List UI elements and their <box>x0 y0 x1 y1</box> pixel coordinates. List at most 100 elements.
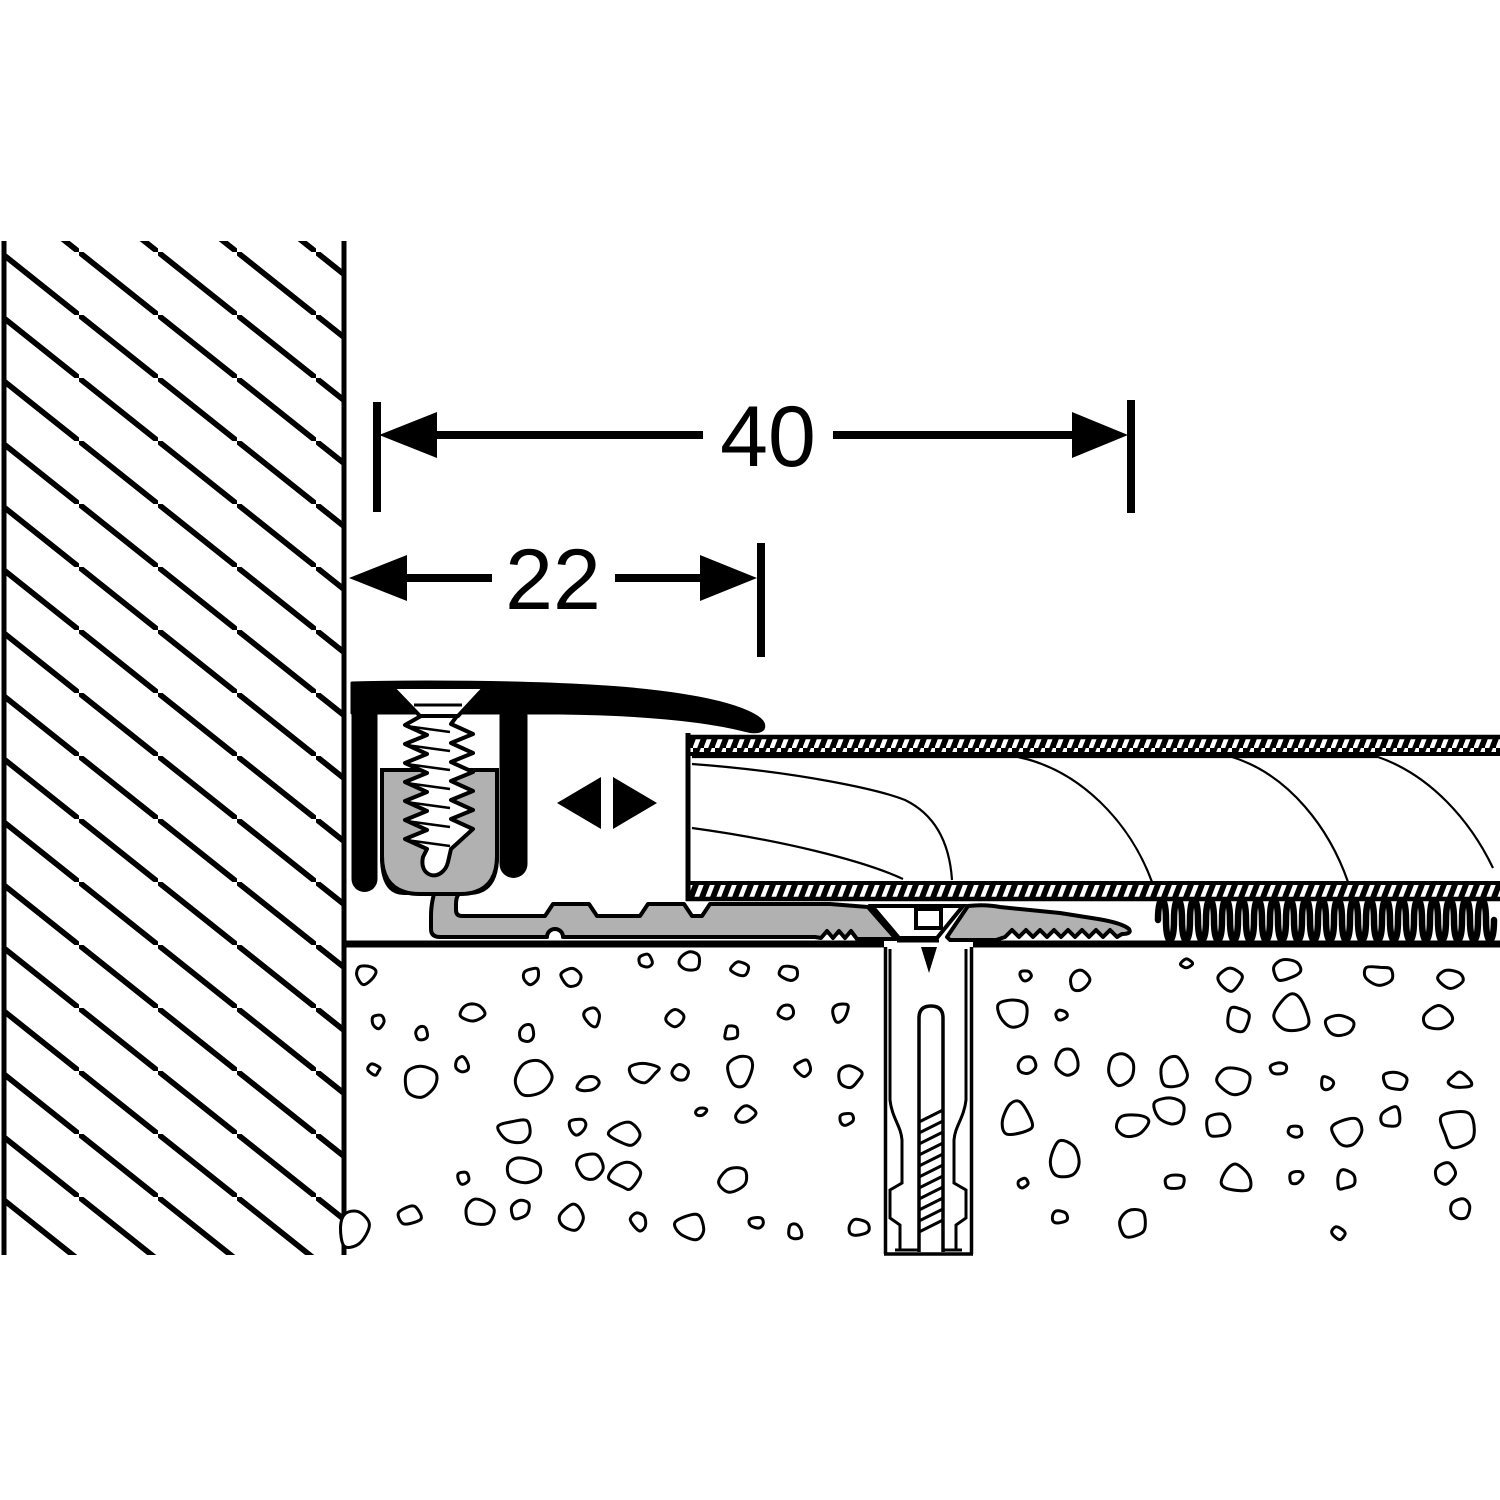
pebble <box>355 964 378 987</box>
pebble <box>694 1106 709 1118</box>
wall-section <box>1 241 347 1255</box>
pebble <box>1054 1008 1069 1022</box>
pebble <box>1286 1124 1304 1139</box>
pebble <box>1178 957 1195 970</box>
pebble <box>1446 1070 1474 1089</box>
pebble <box>1152 1096 1186 1126</box>
pebble <box>1107 1052 1136 1088</box>
panel-bottom-layer-hatch <box>686 881 1500 901</box>
pebble <box>464 1197 496 1226</box>
pebble <box>567 1117 588 1137</box>
plug-sleeve-right-wall <box>952 949 968 1249</box>
pebble <box>456 1170 471 1186</box>
clamp-screw-threads <box>403 714 475 878</box>
pebble <box>575 1075 601 1093</box>
pebble <box>1016 1055 1038 1075</box>
pebble <box>1118 1208 1147 1239</box>
pebble <box>793 1058 813 1079</box>
dim22-label: 22 <box>505 532 601 628</box>
plug-sleeve-left-wall <box>888 949 904 1249</box>
pebble <box>1362 965 1395 987</box>
pebble <box>1436 968 1465 991</box>
clamp-screw-head <box>387 685 490 718</box>
pebble <box>777 964 800 982</box>
pebble <box>847 1217 871 1237</box>
pebble <box>726 1054 755 1089</box>
pebble <box>505 1156 543 1185</box>
pebble <box>1421 1004 1455 1031</box>
pebble <box>582 1006 601 1029</box>
flooring-panel <box>685 733 1500 902</box>
pebble <box>496 1118 532 1145</box>
pebble <box>1288 1169 1305 1186</box>
pebble <box>414 1024 430 1042</box>
pebble <box>1050 1209 1069 1225</box>
pebble <box>454 1055 470 1074</box>
pebble <box>366 1062 382 1077</box>
pebble <box>677 950 702 972</box>
pebble <box>606 1120 642 1147</box>
pebble <box>1069 968 1092 993</box>
pebble <box>717 1166 749 1194</box>
pebble <box>1379 1105 1402 1128</box>
pebble <box>1381 1070 1409 1092</box>
pebble <box>575 1152 605 1181</box>
wall-plug <box>883 947 974 1256</box>
pebble <box>396 1204 423 1226</box>
floor-screw-drive-recess <box>914 907 943 930</box>
pebble <box>747 1216 765 1230</box>
plug-screw-threads <box>918 1108 944 1234</box>
pebble <box>1215 1066 1252 1097</box>
pebble <box>838 1111 855 1127</box>
pebble <box>1438 1110 1476 1150</box>
pebble <box>1272 957 1303 982</box>
pebble <box>1219 1162 1253 1193</box>
pebble <box>1000 1099 1035 1137</box>
pebble <box>513 1058 554 1098</box>
pebble <box>729 960 751 978</box>
subfloor-concrete <box>338 940 1500 1249</box>
pebble <box>1268 1061 1289 1076</box>
pebble <box>1114 1113 1151 1139</box>
pebble <box>723 1024 740 1041</box>
pebble <box>1272 992 1311 1033</box>
pebble <box>637 952 654 969</box>
pebble <box>670 1063 690 1082</box>
pebble <box>776 1003 795 1021</box>
pebble <box>559 966 583 988</box>
pebble <box>1163 1173 1186 1190</box>
pebble <box>837 1064 864 1090</box>
pebble <box>557 1202 585 1232</box>
pebble <box>1048 1138 1081 1179</box>
pebble <box>627 1061 661 1085</box>
pebble <box>1320 1075 1336 1092</box>
pebble <box>607 1160 643 1192</box>
pebble <box>1205 1112 1232 1138</box>
pebble <box>1449 1197 1472 1221</box>
pebble <box>787 1222 804 1241</box>
pebble <box>1054 1047 1080 1077</box>
dim22-arrowhead-right <box>700 555 757 601</box>
pebble <box>1226 1005 1251 1034</box>
pebble <box>1330 1116 1364 1148</box>
pebble <box>1016 1176 1030 1190</box>
wall-hatch-area <box>4 241 344 1255</box>
pebble <box>734 1104 758 1124</box>
clamp-screw-assembly <box>380 685 499 896</box>
slide-direction-arrows-icon <box>557 777 657 829</box>
pebble <box>673 1212 706 1242</box>
pebble <box>521 966 541 987</box>
floor-screw-tip <box>921 947 937 973</box>
pebble <box>370 1013 386 1031</box>
panel-core <box>690 750 1500 890</box>
pebble <box>1159 1054 1189 1089</box>
pebble <box>628 1211 648 1233</box>
pebble <box>1018 969 1033 983</box>
pebble <box>996 998 1029 1029</box>
foam-underlay-squiggle <box>1154 896 1498 944</box>
aggregate-pebbles-field <box>338 950 1476 1249</box>
arrow-right-glyph <box>613 777 657 829</box>
dim40-arrowhead-left <box>379 412 437 458</box>
